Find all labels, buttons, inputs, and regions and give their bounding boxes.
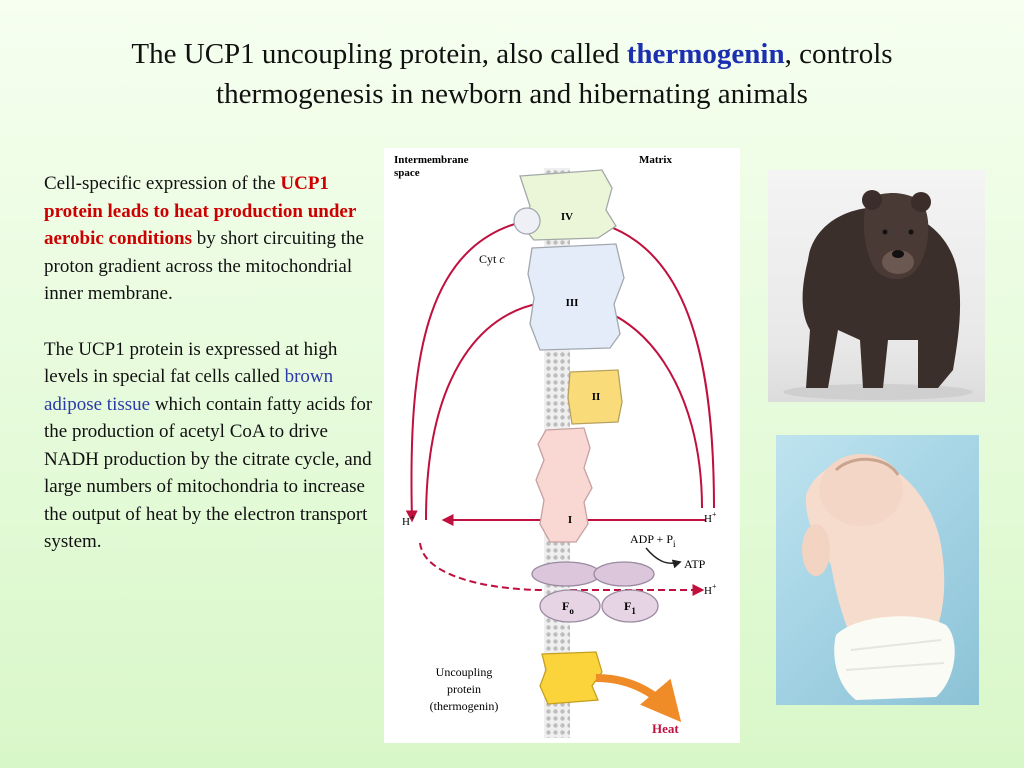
diagram-svg: IV III II I Intermembrane space Matrix C… <box>394 154 717 738</box>
title-text-start: The UCP1 uncoupling protein, also called <box>131 38 627 70</box>
fo-label: Fo <box>562 599 574 616</box>
paragraph-1-rest: by short circuiting the proton gradient … <box>44 228 364 304</box>
complex-i-shape <box>535 427 593 543</box>
atp-conversion-arrow <box>645 547 682 569</box>
adp-pi-label: ADP + Pi <box>630 532 676 549</box>
intermembrane-label-line1: Intermembrane <box>394 154 469 166</box>
bear-illustration <box>783 190 973 400</box>
atp-synthase-top-left <box>531 561 601 587</box>
bear-photo <box>768 170 985 402</box>
paragraph-1-highlight: UCP1 protein leads to heat production un… <box>44 173 356 249</box>
fo-subunit <box>539 589 601 623</box>
slide-title: The UCP1 uncoupling protein, also called… <box>40 34 984 114</box>
cytochrome-c-shape <box>513 207 541 235</box>
h-plus-right-lower: H+ <box>704 582 717 597</box>
title-accent-term: thermogenin <box>626 38 785 70</box>
paragraph-2-lead: The UCP1 protein is expressed at high le… <box>44 338 338 388</box>
baby-illustration <box>802 454 955 700</box>
complex-ii-shape <box>567 369 623 425</box>
f1-subunit <box>601 589 659 623</box>
atp-label: ATP <box>684 557 706 571</box>
uncoupling-protein-shape <box>539 651 603 705</box>
title-line-2: thermogenesis in newborn and hibernating… <box>216 78 808 110</box>
uncoupling-label-line1: Uncoupling <box>436 665 493 679</box>
uncoupling-label-line2: protein <box>447 682 481 696</box>
intermembrane-label-line2: space <box>394 167 420 179</box>
uncoupling-label-line3: (thermogenin) <box>430 699 499 713</box>
complex-iii-shape <box>527 243 625 351</box>
electron-transport-diagram: IV III II I Intermembrane space Matrix C… <box>384 148 740 743</box>
title-text-mid: , controls <box>784 38 893 70</box>
paragraph-1: Cell-specific expression of the UCP1 pro… <box>44 170 380 308</box>
complex-i-label: I <box>568 514 572 526</box>
paragraph-2-rest: which contain fatty acids for the produc… <box>44 393 373 553</box>
paragraph-2: The UCP1 protein is expressed at high le… <box>44 336 380 556</box>
h-plus-right-upper: H+ <box>704 510 717 525</box>
heat-label: Heat <box>652 721 679 736</box>
h-plus-left: H+ <box>402 513 415 528</box>
matrix-label: Matrix <box>639 154 672 166</box>
complex-iv-label: IV <box>561 211 573 223</box>
atp-synthase-top-right <box>593 561 655 587</box>
body-text: Cell-specific expression of the UCP1 pro… <box>44 170 380 584</box>
complex-iii-label: III <box>566 297 579 309</box>
paragraph-1-lead: Cell-specific expression of the <box>44 173 276 194</box>
complex-ii-label: II <box>592 391 601 403</box>
heat-arrow <box>595 674 682 723</box>
baby-photo <box>776 435 979 705</box>
paragraph-2-highlight: brown adipose tissue <box>44 366 334 415</box>
cyt-c-label: Cyt c <box>479 252 505 266</box>
f1-label: F1 <box>624 599 636 616</box>
